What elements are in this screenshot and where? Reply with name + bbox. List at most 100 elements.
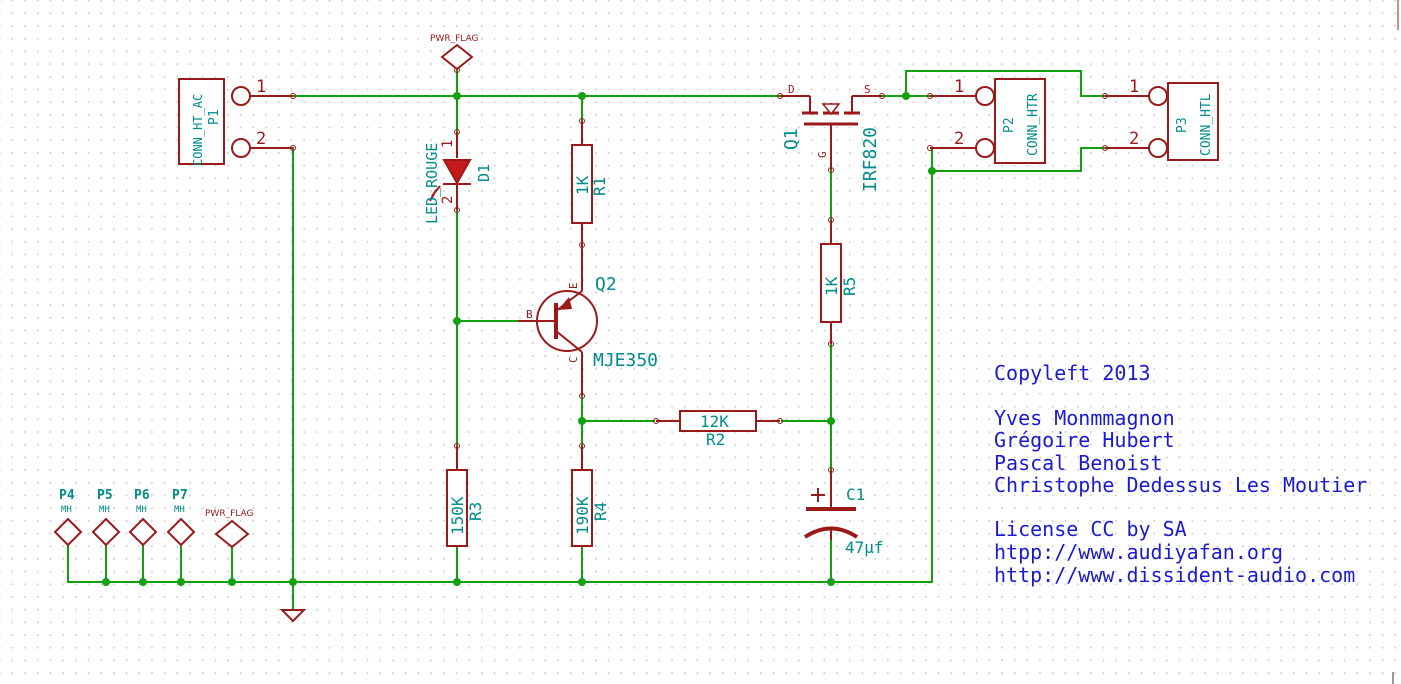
d1-ref: D1 — [475, 164, 493, 182]
p2-body — [994, 78, 1046, 164]
resistor-r1[interactable]: 1K R1 — [571, 121, 609, 245]
p1-pin2-circle — [231, 138, 251, 158]
p3-ref: P3 — [1175, 117, 1190, 133]
r2-value: 12K — [700, 412, 729, 431]
p2-pin1-circle — [975, 86, 995, 106]
p1-pin1-number: 1 — [256, 77, 266, 97]
p5-symbol — [91, 517, 121, 547]
junction-dot — [827, 578, 835, 586]
mounting-hole-p4[interactable]: P4 MH — [53, 488, 83, 547]
p3-pin2-circle — [1148, 138, 1168, 158]
r3-ref: R3 — [466, 502, 485, 521]
note-author: Grégoire Hubert — [994, 428, 1175, 452]
p2-value: CONN_HTR — [1026, 93, 1041, 156]
p7-ref: P7 — [172, 488, 188, 503]
junction-dot — [902, 92, 910, 100]
r4-body — [571, 469, 593, 547]
p3-value: CONN_HTL — [1199, 93, 1214, 156]
notes-block: Copyleft 2013 Yves Monmmagnon Grégoire H… — [994, 361, 1367, 587]
note-author: Christophe Dedessus Les Moutier — [994, 473, 1367, 497]
note-url: http://www.dissident-audio.com — [994, 563, 1355, 587]
q2-emitter-arrow — [558, 297, 572, 310]
p6-symbol — [128, 517, 158, 547]
p1-value: CONN_HT_AC — [191, 94, 205, 166]
capacitor-c1[interactable]: C1 47µf — [803, 470, 884, 557]
d1-value: LED_ROUGE — [423, 143, 441, 224]
junctions — [102, 92, 936, 586]
mounting-hole-p6[interactable]: P6 MH — [128, 488, 158, 547]
q1-value: IRF820 — [860, 127, 881, 192]
mounting-hole-p7[interactable]: P7 MH — [166, 488, 196, 547]
junction-dot — [578, 578, 586, 586]
junction-dot — [578, 92, 586, 100]
p3-body — [1167, 82, 1219, 161]
p1-body — [178, 78, 225, 165]
ground-symbol[interactable] — [279, 609, 307, 623]
note-url: htpp://www.audiyafan.org — [994, 540, 1283, 564]
pwr-flag-bottom-symbol — [214, 519, 250, 549]
transistor-q2[interactable]: B E C Q2 MJE350 — [518, 245, 658, 396]
r4-value: 190K — [573, 496, 592, 535]
connector-p2[interactable]: 1 2 P2 CONN_HTR — [930, 77, 1046, 164]
connector-p3[interactable]: 1 2 P3 CONN_HTL — [1105, 77, 1219, 161]
p2-pin2-circle — [975, 138, 995, 158]
p4-value: MH — [61, 505, 72, 515]
r4-ref: R4 — [591, 502, 610, 521]
mosfet-q1[interactable]: D S G Q1 IRF820 — [780, 83, 882, 192]
p2-pin2-number: 2 — [954, 129, 964, 149]
note-copyleft: Copyleft 2013 — [994, 361, 1151, 385]
p3-pin1-circle — [1148, 86, 1168, 106]
pwr-flag-bottom-label: PWR_FLAG — [205, 509, 253, 519]
d1-triangle — [442, 159, 472, 186]
r3-value: 150K — [448, 496, 467, 535]
r5-ref: R5 — [840, 277, 859, 296]
p3-pin2-number: 2 — [1129, 129, 1139, 149]
mounting-hole-p5[interactable]: P5 MH — [91, 488, 121, 547]
r1-ref: R1 — [590, 177, 609, 196]
d1-arrow — [429, 189, 437, 202]
q1-pin-s: S — [864, 83, 871, 96]
pwr-flag-top-label: PWR_FLAG — [430, 34, 478, 44]
p1-ref: P1 — [207, 109, 222, 125]
q2-pin-b: B — [526, 308, 533, 321]
junction-dot — [289, 578, 297, 586]
note-author: Pascal Benoist — [994, 451, 1163, 475]
q2-ref: Q2 — [595, 274, 617, 295]
q2-value: MJE350 — [593, 350, 658, 371]
p2-pin1-number: 1 — [954, 77, 964, 97]
r2-ref: R2 — [706, 430, 725, 449]
r5-value: 1K — [822, 276, 841, 296]
junction-dot — [228, 578, 236, 586]
p2-ref: P2 — [1002, 117, 1017, 133]
connector-p1[interactable]: 1 2 CONN_HT_AC P1 — [178, 77, 293, 166]
junction-dot — [453, 317, 461, 325]
q2-pin-e: E — [567, 282, 580, 289]
p6-ref: P6 — [134, 488, 150, 503]
p4-ref: P4 — [59, 488, 75, 503]
p6-value: MH — [136, 505, 147, 515]
resistor-r2[interactable]: 12K R2 — [656, 410, 780, 449]
junction-dot — [177, 578, 185, 586]
resistor-r4[interactable]: 190K R4 — [571, 446, 610, 547]
p3-pin1-number: 1 — [1129, 77, 1139, 97]
q1-body-arrow — [821, 103, 841, 116]
q1-pin-d: D — [788, 83, 795, 96]
c1-ref: C1 — [846, 485, 865, 504]
pwr-flag-bottom[interactable]: PWR_FLAG — [205, 509, 253, 549]
led-d1[interactable]: 1 2 LED_ROUGE D1 — [423, 132, 493, 224]
pwr-flag-top[interactable]: PWR_FLAG — [430, 34, 478, 71]
p5-value: MH — [99, 505, 110, 515]
resistor-r5[interactable]: 1K R5 — [820, 220, 859, 344]
junction-dot — [102, 578, 110, 586]
junction-dot — [827, 417, 835, 425]
junction-dot — [453, 92, 461, 100]
note-license: License CC by SA — [994, 517, 1187, 541]
resistor-r3[interactable]: 150K R3 — [446, 446, 485, 547]
p7-symbol — [166, 517, 196, 547]
note-author: Yves Monmmagnon — [994, 406, 1175, 430]
junction-dot — [139, 578, 147, 586]
p7-value: MH — [174, 505, 185, 515]
r1-value: 1K — [573, 175, 592, 195]
d1-pin2: 2 — [440, 196, 456, 204]
